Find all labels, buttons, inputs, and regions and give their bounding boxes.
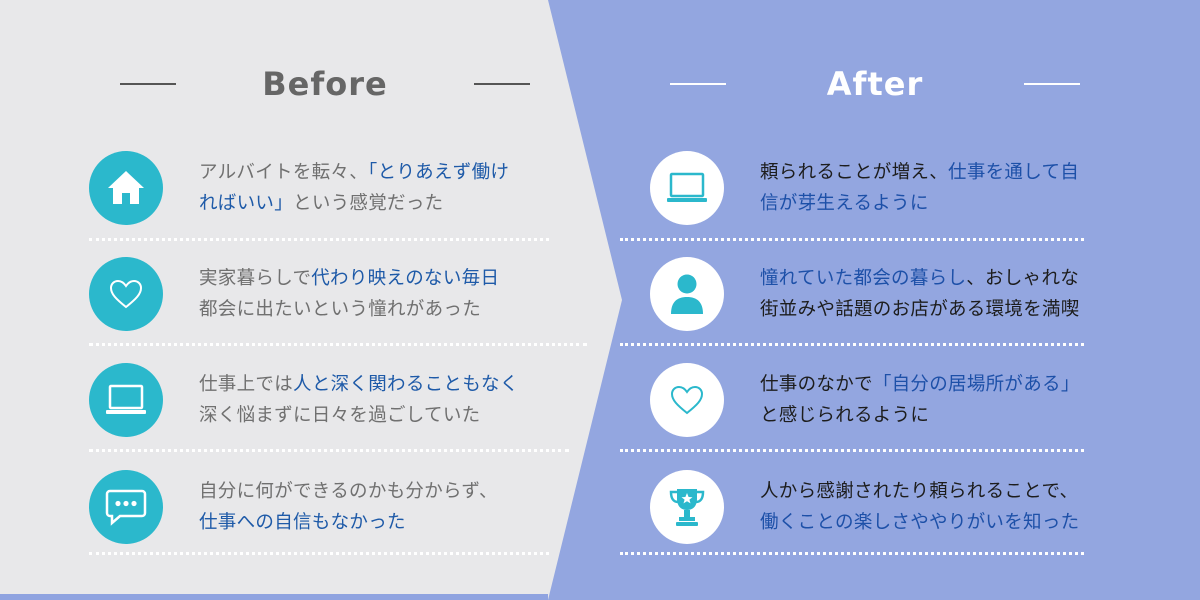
after-header: After	[670, 60, 1080, 108]
before-item-3: 仕事上では人と深く関わることもなく 深く悩まずに日々を過ごしていた	[89, 355, 519, 445]
before-title-left-rule	[120, 83, 176, 85]
after-title-right-rule	[1024, 83, 1080, 85]
after-divider-2	[620, 343, 1084, 346]
person-icon	[650, 257, 724, 331]
home-icon	[89, 151, 163, 225]
after-item-3-text: 仕事のなかで「自分の居場所がある」 と感じられるように	[760, 374, 1080, 426]
before-item-4: 自分に何ができるのかも分からず、 仕事への自信もなかった	[89, 462, 498, 552]
after-title: After	[826, 65, 924, 103]
before-item-3-text: 仕事上では人と深く関わることもなく 深く悩まずに日々を過ごしていた	[199, 374, 519, 426]
after-item-4-text: 人から感謝されたり頼られることで、 働くことの楽しさややりがいを知った	[760, 481, 1080, 533]
after-item-2-text: 憧れていた都会の暮らし、おしゃれな 街並みや話題のお店がある環境を満喫	[760, 268, 1080, 320]
before-item-4-text: 自分に何ができるのかも分からず、 仕事への自信もなかった	[199, 481, 498, 533]
before-title: Before	[262, 65, 388, 103]
heart-icon	[89, 257, 163, 331]
before-item-1-text: アルバイトを転々、「とりあえず働け ればいい」という感覚だった	[199, 162, 510, 214]
chat-icon	[89, 470, 163, 544]
trophy-icon	[650, 470, 724, 544]
after-divider-4	[620, 552, 1084, 555]
after-item-2: 憧れていた都会の暮らし、おしゃれな 街並みや話題のお店がある環境を満喫	[650, 249, 1080, 339]
before-divider-1	[89, 238, 549, 241]
after-item-4: 人から感謝されたり頼られることで、 働くことの楽しさややりがいを知った	[650, 462, 1079, 552]
before-title-right-rule	[473, 83, 530, 85]
before-divider-4	[89, 552, 549, 555]
after-item-1-text: 頼られることが増え、仕事を通して自 信が芽生えるように	[760, 162, 1080, 214]
before-item-2-text: 実家暮らしで代わり映えのない毎日 都会に出たいという憧れがあった	[199, 268, 500, 320]
before-item-1: アルバイトを転々、「とりあえず働け ればいい」という感覚だった	[89, 143, 509, 233]
after-item-1: 頼られることが増え、仕事を通して自 信が芽生えるように	[650, 143, 1079, 233]
before-header: Before	[120, 60, 530, 108]
before-divider-2	[89, 343, 587, 346]
bottom-accent-bar	[0, 594, 548, 600]
after-divider-1	[620, 238, 1084, 241]
after-item-3: 仕事のなかで「自分の居場所がある」 と感じられるように	[650, 355, 1080, 445]
before-divider-3	[89, 449, 569, 452]
heart-icon	[650, 363, 724, 437]
laptop-icon	[650, 151, 724, 225]
after-title-left-rule	[670, 83, 726, 85]
before-item-2: 実家暮らしで代わり映えのない毎日 都会に出たいという憧れがあった	[89, 249, 499, 339]
after-divider-3	[620, 449, 1084, 452]
laptop-icon	[89, 363, 163, 437]
